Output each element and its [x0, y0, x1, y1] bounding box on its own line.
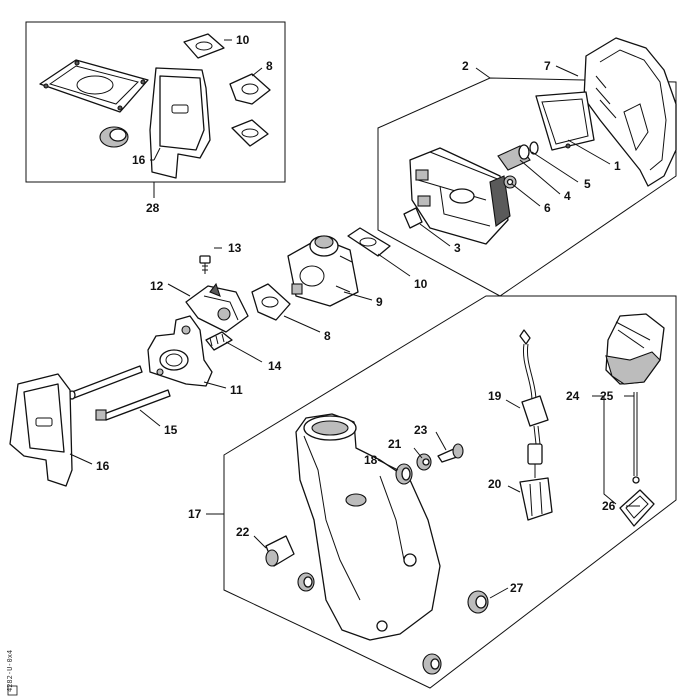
callout-21: 21: [388, 437, 402, 451]
retainer-26: [619, 476, 655, 527]
callout-17: 17: [188, 507, 202, 521]
fuel-tank: [295, 413, 441, 641]
filter-base: [409, 147, 511, 245]
tank-group-box: [223, 295, 677, 689]
nipple-fitting: [497, 144, 531, 171]
grommet-bottom: [422, 653, 442, 675]
gasket-large: [39, 59, 149, 113]
callout-23: 23: [414, 423, 428, 437]
fitting-14: [205, 331, 233, 351]
callout-16-top: 16: [132, 153, 146, 167]
callout-28: 28: [146, 201, 160, 215]
callout-14: 14: [268, 359, 282, 373]
leader-lines: [69, 39, 640, 599]
filter-element: [535, 91, 595, 151]
drawing-code-mark: [7, 685, 18, 696]
callout-7: 7: [544, 59, 551, 73]
screw-13: [199, 255, 211, 274]
callout-26: 26: [602, 499, 616, 513]
gasket-small-kit: [231, 119, 269, 147]
fuel-line-19: [519, 329, 549, 465]
fuel-filter-20: [519, 464, 553, 521]
callout-13: 13: [228, 241, 242, 255]
gasket-10-kit: [183, 33, 225, 59]
callout-27: 27: [510, 581, 524, 595]
callout-labels: 10 8 16 28 2 7 1 5 4 6 3 13 10 9 12 8 14…: [96, 33, 621, 595]
callout-11: 11: [230, 383, 243, 397]
grommet-27: [467, 590, 489, 614]
callout-15: 15: [164, 423, 178, 437]
cap-strap-25: [633, 392, 638, 476]
callout-10-top: 10: [236, 33, 250, 47]
insulator-plate-16: [9, 373, 73, 487]
seal-ring: [99, 126, 129, 148]
callout-2: 2: [462, 59, 469, 73]
callout-10: 10: [414, 277, 428, 291]
gasket-8-kit: [229, 73, 271, 105]
throttle-bracket: [185, 282, 249, 333]
bolts-15: [68, 365, 171, 421]
callout-5: 5: [584, 177, 591, 191]
gasket-10: [347, 227, 391, 257]
callout-18: 18: [364, 453, 378, 467]
callout-1: 1: [614, 159, 621, 173]
washer-small: [529, 141, 539, 155]
callout-25: 25: [600, 389, 614, 403]
callout-22: 22: [236, 525, 250, 539]
callout-16: 16: [96, 459, 110, 473]
filter-cover: [583, 37, 677, 187]
carburetor: [287, 235, 359, 307]
screw-23: [437, 443, 464, 463]
callout-12: 12: [150, 279, 164, 293]
insulator-plate-kit: [149, 67, 211, 179]
drawing-code: 4282-U-0x4: [6, 650, 14, 692]
callout-4: 4: [564, 189, 571, 203]
callout-20: 20: [488, 477, 502, 491]
grommet-18: [395, 463, 413, 485]
callout-3: 3: [454, 241, 461, 255]
callout-6: 6: [544, 201, 551, 215]
choke-lever: [403, 207, 423, 229]
callout-8-top: 8: [266, 59, 273, 73]
kit-28-box: [25, 21, 286, 183]
callout-8: 8: [324, 329, 331, 343]
callout-19: 19: [488, 389, 502, 403]
callout-24: 24: [566, 389, 580, 403]
valve-21: [416, 453, 432, 471]
callout-9: 9: [376, 295, 383, 309]
gasket-8: [251, 283, 291, 321]
tank-cap-24: [605, 313, 665, 385]
intake-manifold: [147, 315, 213, 387]
bushing-22: [265, 535, 295, 567]
grommet-tank: [297, 572, 315, 592]
